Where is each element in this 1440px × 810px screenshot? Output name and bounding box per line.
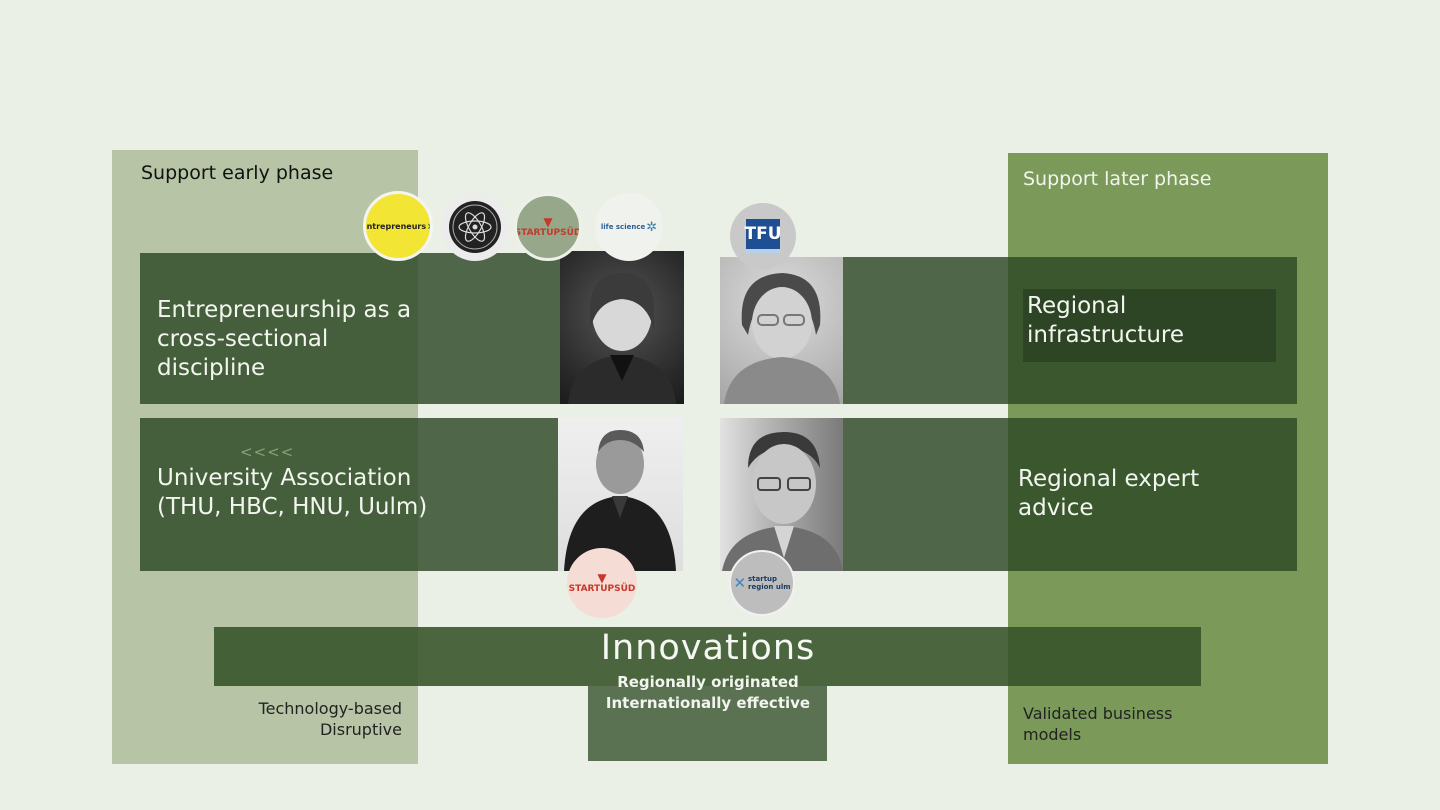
portrait-man-bottom-left [558, 418, 683, 571]
person-silhouette-icon [724, 273, 840, 404]
startupsud-logo-text: STARTUPSÜD [568, 584, 636, 594]
molecule-icon: ✲ [646, 219, 658, 235]
double-chevron-icon: » [427, 219, 430, 233]
atom-seal-icon [449, 201, 501, 253]
arrows-decoration: <<<< [240, 443, 295, 461]
startup-region-ulm-logo: ✕ startup region ulm [729, 550, 795, 616]
innovations-band [214, 627, 1201, 686]
cross-mark-icon: ✕ [733, 574, 747, 592]
fox-head-icon: ▼ [543, 215, 553, 229]
entrepreneurship-line-1: Entrepreneurship as a [157, 297, 412, 323]
startupsud-logo-bottom: ▼ STARTUPSÜD [567, 548, 637, 618]
entrepreneurs-campus-logo: entrepreneurs » [363, 191, 433, 261]
innovations-subtitle-1: Regionally originated [617, 673, 799, 691]
university-text: University Association (THU, HBC, HNU, U… [157, 464, 487, 522]
advice-band [843, 418, 1297, 571]
entrepreneurs-logo-text: entrepreneurs [363, 221, 427, 231]
entrepreneurship-line-3: discipline [157, 355, 266, 381]
startup-region-line-2: region ulm [748, 583, 791, 591]
portrait-man-bottom-right [720, 418, 843, 571]
university-ulm-seal-logo [441, 193, 509, 261]
fox-head-icon: ▼ [597, 571, 607, 585]
startupsud-logo-text: STARTUPSÜD [514, 228, 582, 238]
infrastructure-text: Regional infrastructure [1027, 292, 1267, 350]
infrastructure-line-2: infrastructure [1027, 322, 1184, 348]
later-phase-line-2: models [1023, 725, 1082, 744]
early-phase-label: Support early phase [141, 162, 334, 184]
portrait-woman-top-right [720, 257, 843, 404]
university-band [140, 418, 560, 571]
advice-line-1: Regional expert [1018, 466, 1200, 492]
early-phase-line-2: Disruptive [319, 720, 402, 739]
university-line-2: (THU, HBC, HNU, Uulm) [157, 494, 428, 520]
person-silhouette-icon [722, 432, 843, 571]
portrait-woman-top-left [560, 251, 684, 404]
entrepreneurship-band [140, 253, 560, 404]
entrepreneurship-line-2: cross-sectional [157, 326, 329, 352]
person-silhouette-icon [564, 430, 676, 571]
entrepreneurship-text: Entrepreneurship as a cross-sectional di… [157, 296, 457, 383]
tfu-logo-text: TFU [745, 219, 782, 253]
early-phase-line-1: Technology-based [258, 699, 402, 718]
innovations-title: Innovations [600, 628, 816, 668]
person-silhouette-icon [568, 273, 676, 404]
innovations-stem [588, 686, 827, 761]
tfu-logo: TFU [730, 203, 796, 269]
startupsud-logo-top: ▼ STARTUPSÜD [514, 193, 582, 261]
later-phase-label: Support later phase [1023, 168, 1212, 190]
infrastructure-line-1: Regional [1027, 293, 1127, 319]
life-science-logo: life science ✲ [595, 193, 663, 261]
advice-line-2: advice [1018, 495, 1094, 521]
early-phase-description: Technology-based Disruptive [200, 698, 402, 740]
advice-text: Regional expert advice [1018, 465, 1268, 523]
infrastructure-highlight-box [1023, 289, 1276, 362]
later-phase-description: Validated business models [1023, 703, 1243, 745]
life-science-logo-text: life science [600, 223, 646, 231]
startup-region-line-1: startup [748, 575, 778, 583]
university-line-1: University Association [157, 465, 412, 491]
innovations-subtitle-2: Internationally effective [605, 694, 811, 712]
later-phase-line-1: Validated business [1023, 704, 1173, 723]
